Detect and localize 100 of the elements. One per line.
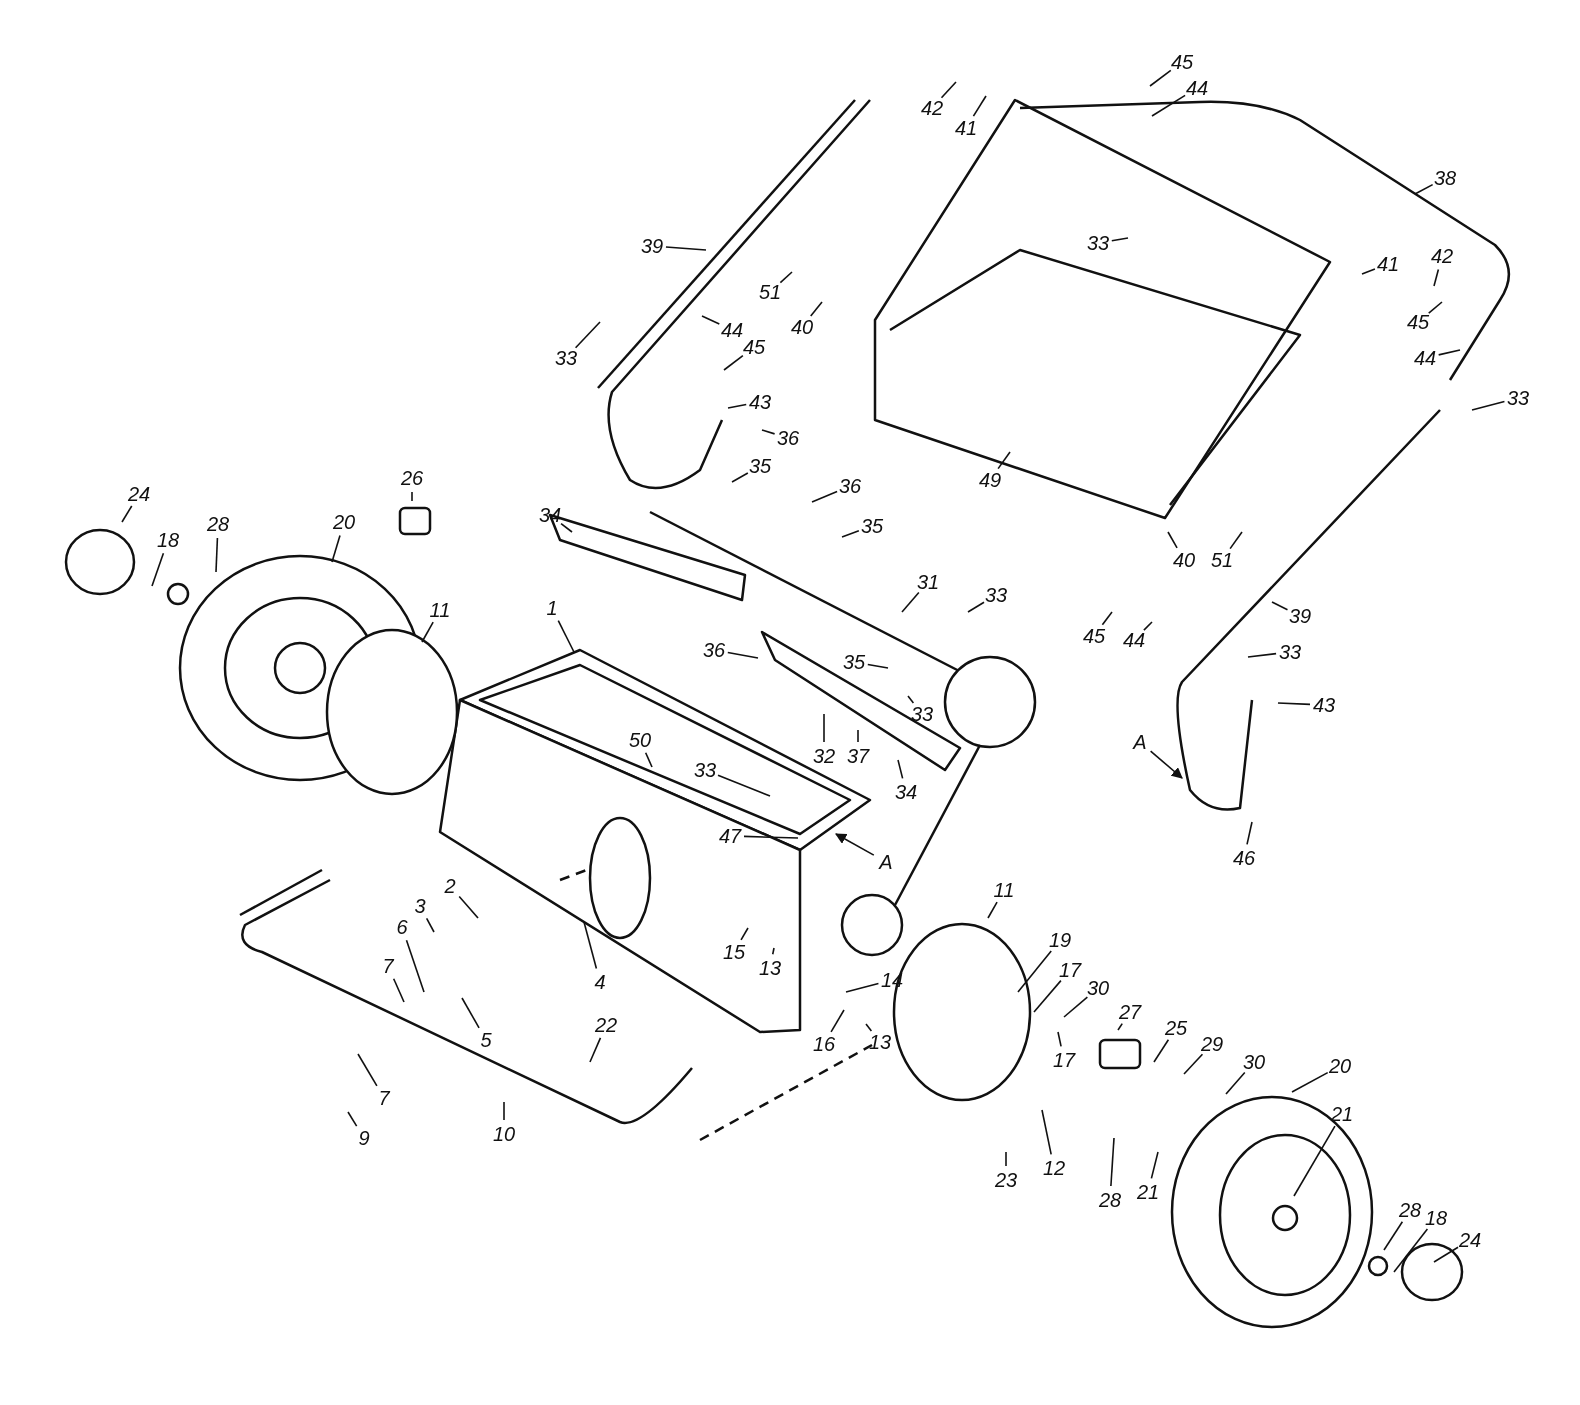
leader-line — [1437, 349, 1461, 356]
callout-number: 26 — [400, 467, 424, 489]
leader-line — [1033, 979, 1062, 1013]
callout-number: 36 — [776, 427, 800, 449]
leader-line — [421, 621, 434, 643]
leader-line — [1393, 1228, 1429, 1273]
callout-number: 15 — [722, 941, 746, 963]
callout-number: 18 — [156, 529, 180, 551]
leader-line — [823, 713, 825, 743]
leader-line — [1293, 1125, 1336, 1197]
leader-line — [967, 601, 985, 613]
leader-line — [940, 81, 957, 99]
callout-number: 4 — [594, 971, 606, 993]
leader-line — [723, 354, 744, 371]
callout-number: 19 — [1048, 929, 1072, 951]
callout-number: 41 — [954, 117, 978, 139]
leader-line — [972, 95, 987, 117]
callout-number: 24 — [127, 483, 151, 505]
callout-number: 33 — [1506, 387, 1530, 409]
leader-line — [857, 729, 859, 743]
leader-line — [740, 927, 749, 941]
callout-number: 49 — [978, 469, 1002, 491]
leader-line — [1229, 531, 1243, 550]
callout-number: 12 — [1042, 1157, 1066, 1179]
leader-line — [1005, 1151, 1007, 1167]
callout-number: 46 — [1232, 847, 1256, 869]
callout-number: 11 — [429, 599, 451, 621]
leader-line — [1149, 69, 1172, 87]
callout-number: A — [879, 851, 893, 873]
callout-number: 41 — [1376, 253, 1400, 275]
leader-line — [644, 752, 653, 768]
leader-line — [665, 246, 707, 251]
callout-number: 40 — [1172, 549, 1196, 571]
callout-number: 35 — [860, 515, 884, 537]
leader-line — [1111, 237, 1129, 242]
callout-number: 34 — [894, 781, 918, 803]
callout-number: 9 — [358, 1127, 370, 1149]
callout-number: 27 — [1118, 1001, 1142, 1023]
callout-number: 21 — [1330, 1103, 1354, 1125]
callout-number: 33 — [984, 584, 1008, 606]
callout-number: 35 — [748, 455, 772, 477]
leader-line — [392, 978, 405, 1003]
leader-line — [151, 552, 165, 587]
callout-number: 5 — [480, 1029, 492, 1051]
leader-line — [761, 429, 776, 435]
leader-line — [1291, 1071, 1329, 1093]
leader-line — [897, 759, 904, 780]
callout-number: 51 — [1210, 549, 1234, 571]
leader-line — [1143, 621, 1153, 631]
callout-number: 28 — [1098, 1189, 1122, 1211]
callout-number: 11 — [993, 879, 1015, 901]
leader-line — [1110, 1137, 1115, 1187]
callout-number: 32 — [812, 745, 836, 767]
leader-line — [1271, 601, 1289, 611]
leader-line — [560, 522, 573, 533]
leader-line — [1427, 301, 1443, 314]
leader-line — [811, 490, 838, 503]
leader-line — [1017, 950, 1052, 993]
leader-line — [907, 695, 915, 704]
leader-line — [331, 534, 341, 563]
leader-line — [1063, 996, 1089, 1018]
callout-number: 38 — [1433, 167, 1457, 189]
callout-number: 43 — [748, 391, 772, 413]
callout-number: A — [1133, 731, 1147, 753]
callout-number: 33 — [554, 347, 578, 369]
callout-number: 44 — [720, 319, 744, 341]
callout-number: 22 — [594, 1014, 618, 1036]
callout-number: 44 — [1122, 629, 1146, 651]
callout-number: 28 — [206, 513, 230, 535]
callout-number: 47 — [718, 825, 742, 847]
leader-line — [121, 505, 133, 523]
leader-line — [357, 1053, 378, 1087]
callout-number: 21 — [1136, 1181, 1160, 1203]
callout-number: 18 — [1424, 1207, 1448, 1229]
leader-line — [461, 997, 480, 1029]
callout-number: 42 — [1430, 245, 1454, 267]
leader-line — [1471, 400, 1506, 411]
leader-line — [1151, 94, 1186, 117]
callout-number: 13 — [868, 1031, 892, 1053]
leader-line — [701, 315, 721, 325]
leader-line — [717, 774, 771, 797]
callout-number: 24 — [1458, 1229, 1482, 1251]
leader-line — [1167, 531, 1178, 549]
leader-line — [845, 982, 880, 993]
leader-line — [1246, 821, 1253, 846]
leader-line — [835, 833, 875, 856]
leader-line — [557, 619, 575, 653]
callout-number: 30 — [1242, 1051, 1266, 1073]
callout-number: 45 — [1170, 51, 1194, 73]
callout-number: 44 — [1185, 77, 1209, 99]
callout-number: 6 — [396, 916, 408, 938]
leader-line — [1057, 1031, 1062, 1048]
callout-number: 30 — [1086, 977, 1110, 999]
callout-number: 10 — [492, 1123, 516, 1145]
callout-number: 17 — [1058, 959, 1082, 981]
leader-line — [1247, 652, 1277, 658]
callout-number: 20 — [332, 511, 356, 533]
callout-number: 23 — [994, 1169, 1018, 1191]
callout-number: 51 — [758, 281, 782, 303]
leader-line — [841, 530, 860, 538]
